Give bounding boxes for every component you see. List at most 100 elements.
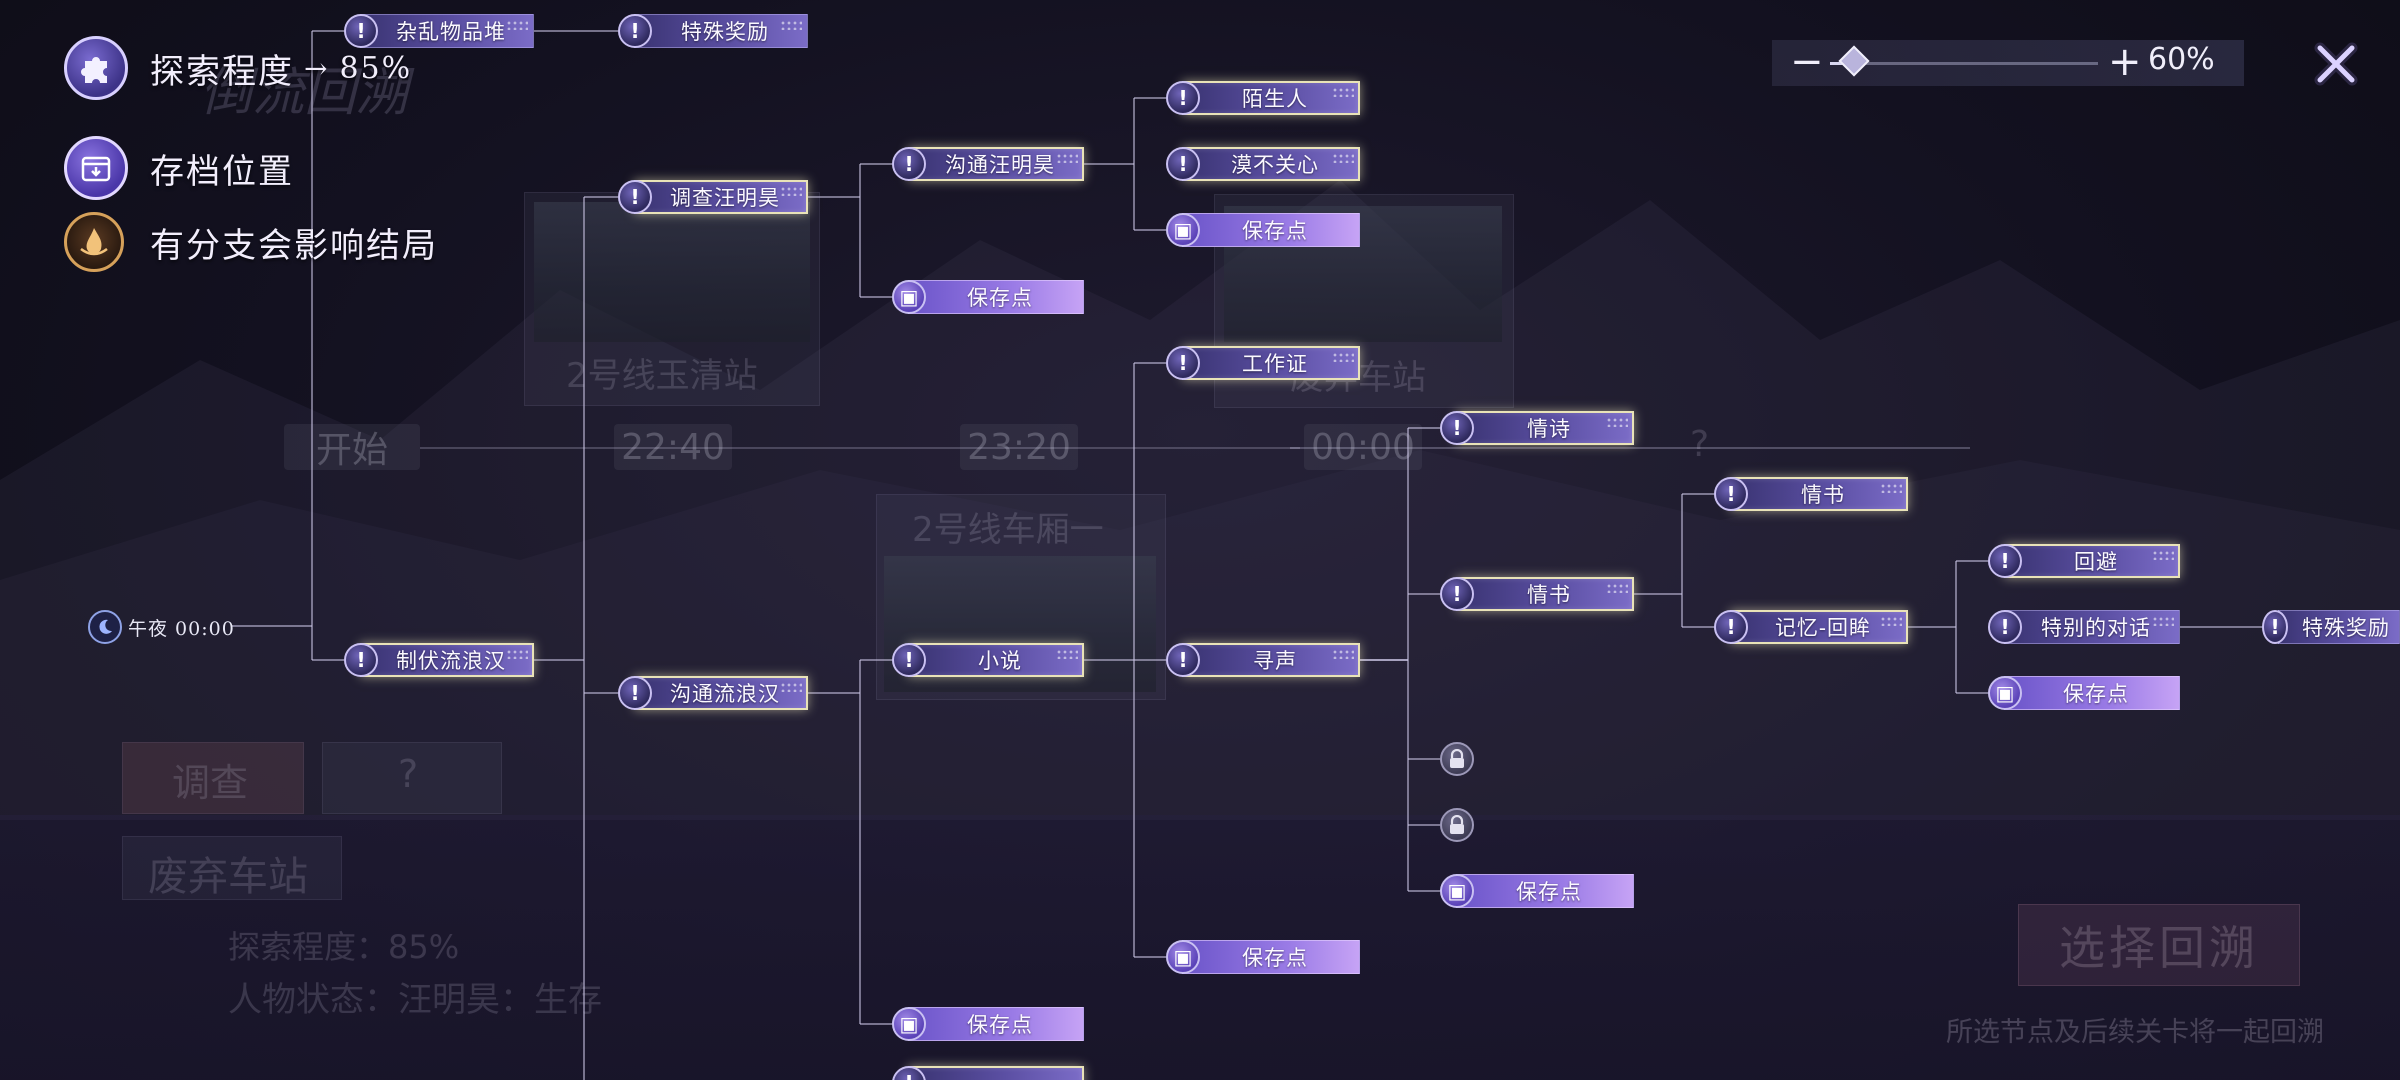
node-save-c[interactable]: ▣ 保存点 bbox=[1988, 676, 2180, 710]
node-save-b[interactable]: ▣保存点 bbox=[1166, 213, 1360, 247]
node-avoid[interactable]: !回避 bbox=[1988, 544, 2180, 578]
node-stranger[interactable]: ! 陌生人 bbox=[1166, 81, 1360, 115]
node-talk-wang[interactable]: ! 沟通汪明昊 bbox=[892, 147, 1084, 181]
node-label: 陌生人 bbox=[1242, 87, 1308, 111]
node-love-letter-a[interactable]: ! 情书 bbox=[1714, 477, 1908, 511]
save-folder-icon: ▣ bbox=[1166, 940, 1200, 974]
node-subdue-tramp[interactable]: !制伏流浪汉 bbox=[344, 643, 534, 677]
tab-investigate-bg bbox=[122, 742, 304, 814]
node-special-talk[interactable]: !特别的对话 bbox=[1988, 610, 2180, 644]
branch-flame-icon bbox=[64, 212, 124, 272]
node-partial[interactable]: ! bbox=[892, 1066, 1084, 1080]
lock-icon[interactable] bbox=[1440, 742, 1474, 776]
dot-pattern bbox=[780, 186, 802, 196]
exclamation-icon: ! bbox=[892, 643, 926, 677]
progress-arrow: → bbox=[304, 51, 330, 85]
location-label: 废弃车站 bbox=[148, 854, 308, 900]
replay-hint: 所选节点及后续关卡将一起回溯 bbox=[1946, 1017, 2324, 1048]
select-replay-button[interactable]: 选择回溯 bbox=[2018, 904, 2300, 986]
exclamation-icon: ! bbox=[892, 147, 926, 181]
node-save-d[interactable]: ▣保存点 bbox=[1166, 940, 1360, 974]
node-label: 回避 bbox=[2074, 550, 2118, 574]
faded-title: 倒流回溯 bbox=[200, 63, 409, 123]
node-label: 情诗 bbox=[1527, 417, 1571, 441]
node-investigate-wang[interactable]: !调查汪明昊 bbox=[618, 180, 808, 214]
node-save-a[interactable]: ▣保存点 bbox=[892, 280, 1084, 314]
exclamation-icon: ! bbox=[618, 676, 652, 710]
node-label: 保存点 bbox=[967, 1013, 1033, 1037]
node-clutter[interactable]: !杂乱物品堆 bbox=[344, 14, 534, 48]
station-label-2: 2号线车厢一 bbox=[912, 510, 1104, 550]
node-poem[interactable]: !情诗 bbox=[1440, 411, 1634, 445]
node-label: 沟通汪明昊 bbox=[945, 153, 1055, 177]
node-love-letter-b[interactable]: !情书 bbox=[1440, 577, 1634, 611]
node-novel[interactable]: ! 小说 bbox=[892, 643, 1084, 677]
close-button[interactable] bbox=[2308, 36, 2364, 92]
dot-pattern bbox=[1880, 483, 1902, 493]
save-folder-icon bbox=[64, 136, 128, 200]
node-label: 小说 bbox=[978, 649, 1022, 673]
exclamation-icon: ! bbox=[618, 180, 652, 214]
station-label-1: 2号线玉清站 bbox=[566, 356, 758, 396]
dot-pattern bbox=[780, 682, 802, 692]
dot-pattern bbox=[1056, 649, 1078, 659]
node-save-f[interactable]: ▣保存点 bbox=[1440, 874, 1634, 908]
node-label: 保存点 bbox=[2063, 682, 2129, 706]
lock-icon[interactable] bbox=[1440, 808, 1474, 842]
exclamation-icon: ! bbox=[618, 14, 652, 48]
start-node-label: 午夜 00:00 bbox=[128, 617, 235, 640]
zoom-value: 60% bbox=[2148, 42, 2215, 77]
node-label: 情书 bbox=[1801, 483, 1845, 507]
time-chip-3: 00:00 bbox=[1304, 424, 1422, 470]
close-icon bbox=[2314, 42, 2358, 86]
node-special-reward-1[interactable]: ! 特殊奖励 bbox=[618, 14, 808, 48]
time-chip-1: 22:40 bbox=[614, 424, 732, 470]
dot-pattern bbox=[2152, 550, 2174, 560]
zoom-in-button[interactable]: + bbox=[2108, 39, 2142, 85]
save-label: 存档位置 bbox=[150, 151, 294, 192]
node-indifferent[interactable]: ! 漠不关心 bbox=[1166, 147, 1360, 181]
node-label: 保存点 bbox=[1516, 880, 1582, 904]
tab-investigate: 调查 bbox=[172, 761, 249, 805]
dot-pattern bbox=[506, 20, 528, 30]
zoom-out-button[interactable]: − bbox=[1790, 39, 1824, 85]
start-chip-label: 开始 bbox=[315, 430, 388, 471]
time-chip-2: 23:20 bbox=[960, 424, 1078, 470]
exclamation-icon: ! bbox=[344, 14, 378, 48]
timeline-unknown: ? bbox=[1690, 424, 1710, 465]
lock-glyph bbox=[1450, 815, 1464, 834]
save-folder-icon: ▣ bbox=[892, 1007, 926, 1041]
node-label: 特殊奖励 bbox=[681, 20, 769, 44]
node-workcard[interactable]: !工作证 bbox=[1166, 346, 1360, 380]
legend-save: 存档位置 bbox=[64, 136, 294, 200]
start-node[interactable]: 午夜 00:00 bbox=[88, 610, 235, 644]
zoom-track[interactable] bbox=[1830, 62, 2098, 65]
save-folder-icon: ▣ bbox=[1166, 213, 1200, 247]
exclamation-icon: ! bbox=[1166, 147, 1200, 181]
exclamation-icon: ! bbox=[1714, 477, 1748, 511]
node-save-e[interactable]: ▣ 保存点 bbox=[892, 1007, 1084, 1041]
dot-pattern bbox=[506, 649, 528, 659]
dot-pattern bbox=[1606, 417, 1628, 427]
tab-unknown-bg bbox=[322, 742, 502, 814]
node-label: 漠不关心 bbox=[1231, 153, 1319, 177]
exclamation-icon: ! bbox=[2262, 610, 2288, 644]
dot-pattern bbox=[1880, 616, 1902, 626]
progress-label: 探索程度 bbox=[150, 51, 294, 92]
time-chip-1-label: 22:40 bbox=[621, 426, 725, 468]
lock-glyph bbox=[1450, 749, 1464, 768]
save-folder-icon: ▣ bbox=[1988, 676, 2022, 710]
node-voice[interactable]: ! 寻声 bbox=[1166, 643, 1360, 677]
dot-pattern bbox=[1606, 583, 1628, 593]
exclamation-icon: ! bbox=[1166, 346, 1200, 380]
node-label: 寻声 bbox=[1253, 649, 1297, 673]
node-special-reward-2[interactable]: !特殊奖励 bbox=[2262, 610, 2400, 644]
node-talk-tramp[interactable]: !沟通流浪汉 bbox=[618, 676, 808, 710]
exclamation-icon: ! bbox=[1166, 81, 1200, 115]
node-memory[interactable]: !记忆-回眸 bbox=[1714, 610, 1908, 644]
exclamation-icon: ! bbox=[1714, 610, 1748, 644]
exclamation-icon: ! bbox=[1166, 643, 1200, 677]
station-photo-1 bbox=[534, 202, 810, 342]
